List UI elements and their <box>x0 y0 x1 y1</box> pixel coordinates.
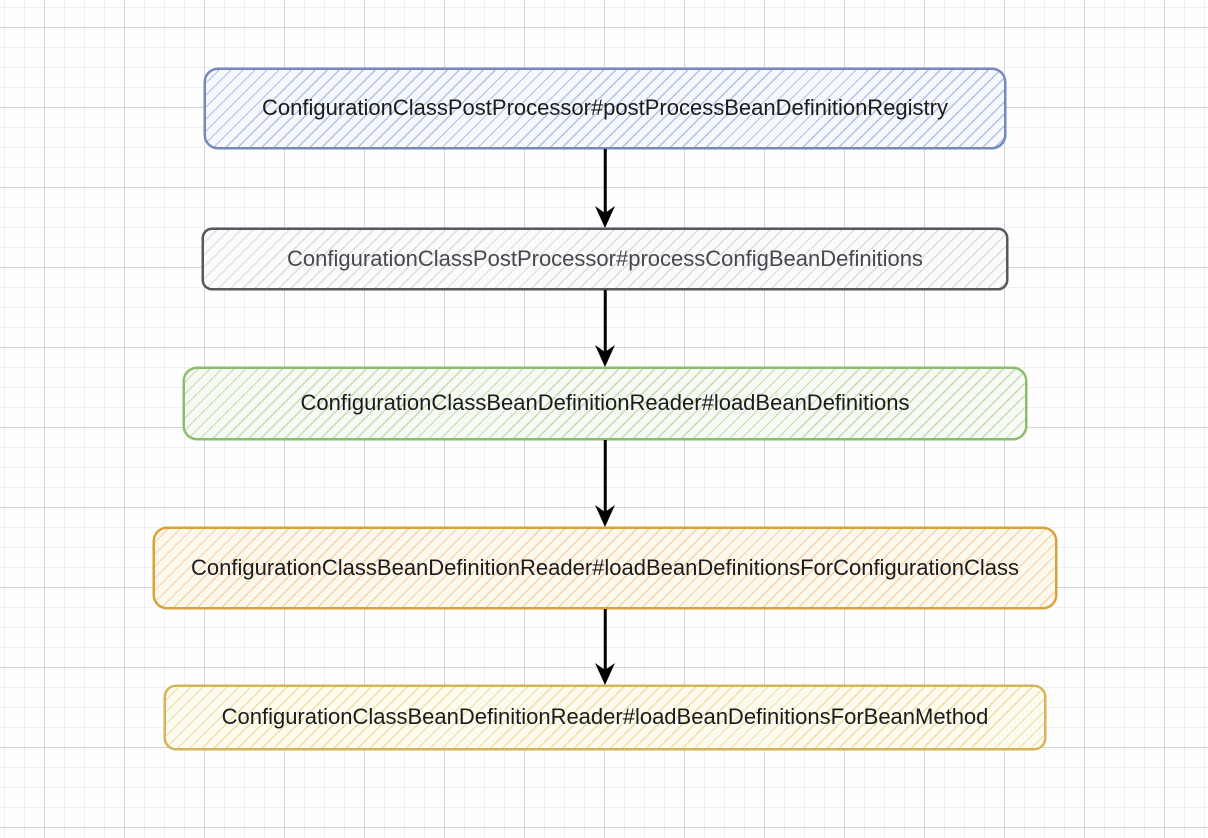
flow-node-load-bean-definitions[interactable]: ConfigurationClassBeanDefinitionReader#l… <box>183 367 1027 440</box>
flow-arrow-1[interactable] <box>595 149 615 228</box>
flow-arrow-4[interactable] <box>595 609 615 685</box>
flow-node-label: ConfigurationClassPostProcessor#postProc… <box>262 95 948 121</box>
arrow-shaft <box>603 609 607 681</box>
flow-node-label: ConfigurationClassBeanDefinitionReader#l… <box>191 554 1019 580</box>
arrow-shaft <box>603 149 607 224</box>
flow-node-label: ConfigurationClassBeanDefinitionReader#l… <box>221 704 989 730</box>
flow-arrow-2[interactable] <box>595 290 615 367</box>
flow-node-label: ConfigurationClassPostProcessor#processC… <box>287 245 923 271</box>
flow-arrow-3[interactable] <box>595 440 615 527</box>
arrow-shaft <box>603 290 607 363</box>
flow-node-load-bean-definitions-for-configuration-class[interactable]: ConfigurationClassBeanDefinitionReader#l… <box>153 527 1057 609</box>
flow-node-label: ConfigurationClassBeanDefinitionReader#l… <box>300 390 910 416</box>
flow-node-process-config-bean-definitions[interactable]: ConfigurationClassPostProcessor#processC… <box>202 228 1008 290</box>
arrow-shaft <box>603 440 607 523</box>
flow-node-load-bean-definitions-for-bean-method[interactable]: ConfigurationClassBeanDefinitionReader#l… <box>164 685 1046 750</box>
flow-node-post-process-bean-definition-registry[interactable]: ConfigurationClassPostProcessor#postProc… <box>204 68 1006 149</box>
